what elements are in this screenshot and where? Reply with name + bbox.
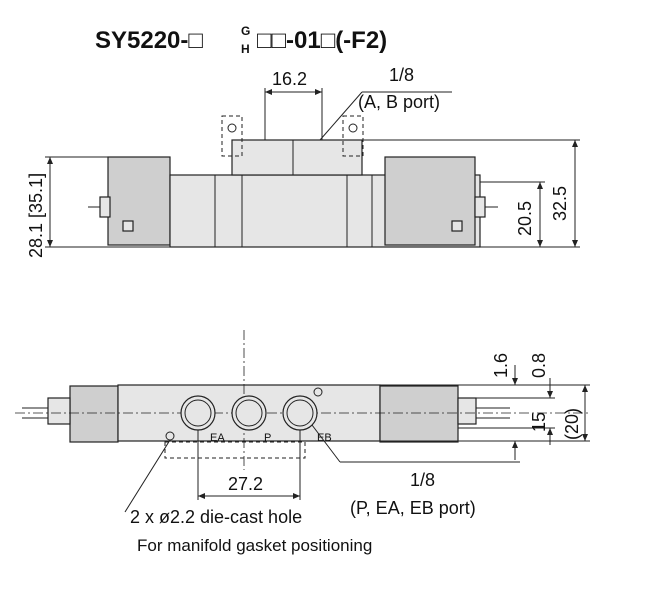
- dim-height-right: 32.5: [550, 186, 570, 221]
- title-option-top: G: [241, 24, 250, 38]
- dim-width: 16.2: [272, 69, 307, 89]
- bottom-view: EA P EB 27.2 1/8 (P, EA, EB port) 2 x ø2…: [15, 330, 590, 555]
- title-option-bottom: H: [241, 42, 250, 56]
- dim-v2: 0.8: [529, 353, 549, 378]
- title-box: □: [188, 27, 203, 54]
- dim-v4: (20): [562, 408, 582, 440]
- side-view: 16.2 1/8 (A, B port) 28.1 [35.1] 20.5 32…: [26, 65, 580, 258]
- title-suffix: -01: [286, 27, 321, 54]
- dim-v1: 1.6: [491, 353, 511, 378]
- bottom-left-coil: [69, 385, 119, 443]
- port-eb: [282, 395, 318, 431]
- left-connector: [99, 196, 111, 218]
- model-title: SY5220-□ G H □□-01□(-F2): [95, 24, 387, 56]
- dim-pitch: 27.2: [228, 474, 263, 494]
- svg-text:□□-01□(-F2): □□-01□(-F2): [257, 27, 387, 54]
- right-connector: [474, 196, 486, 218]
- title-mid: □□: [257, 27, 286, 54]
- right-coil: [384, 156, 476, 246]
- title-prefix: SY5220-: [95, 27, 188, 54]
- port-label-p: P: [264, 432, 271, 444]
- svg-text:SY5220-□: SY5220-□: [95, 27, 203, 54]
- title-box2: □: [321, 27, 336, 54]
- bottom-port-size: 1/8: [410, 470, 435, 490]
- hole-note: 2 x ø2.2 die-cast hole: [130, 507, 302, 527]
- port-block: [231, 139, 363, 176]
- gasket-hole-right: [313, 387, 323, 397]
- port-label-ea: EA: [210, 432, 225, 444]
- left-coil: [107, 156, 171, 246]
- dim-v3: 15: [529, 412, 549, 432]
- port-ea: [180, 395, 216, 431]
- dim-height-mid: 20.5: [515, 201, 535, 236]
- bottom-right-coil: [379, 385, 459, 443]
- ab-port-size: 1/8: [389, 65, 414, 85]
- port-p: [231, 395, 267, 431]
- hole-purpose: For manifold gasket positioning: [137, 536, 372, 555]
- ab-port-desc: (A, B port): [358, 92, 440, 112]
- port-label-eb: EB: [317, 432, 332, 444]
- bottom-port-desc: (P, EA, EB port): [350, 498, 476, 518]
- title-tail: (-F2): [335, 27, 387, 54]
- dim-height-left: 28.1 [35.1]: [26, 173, 46, 258]
